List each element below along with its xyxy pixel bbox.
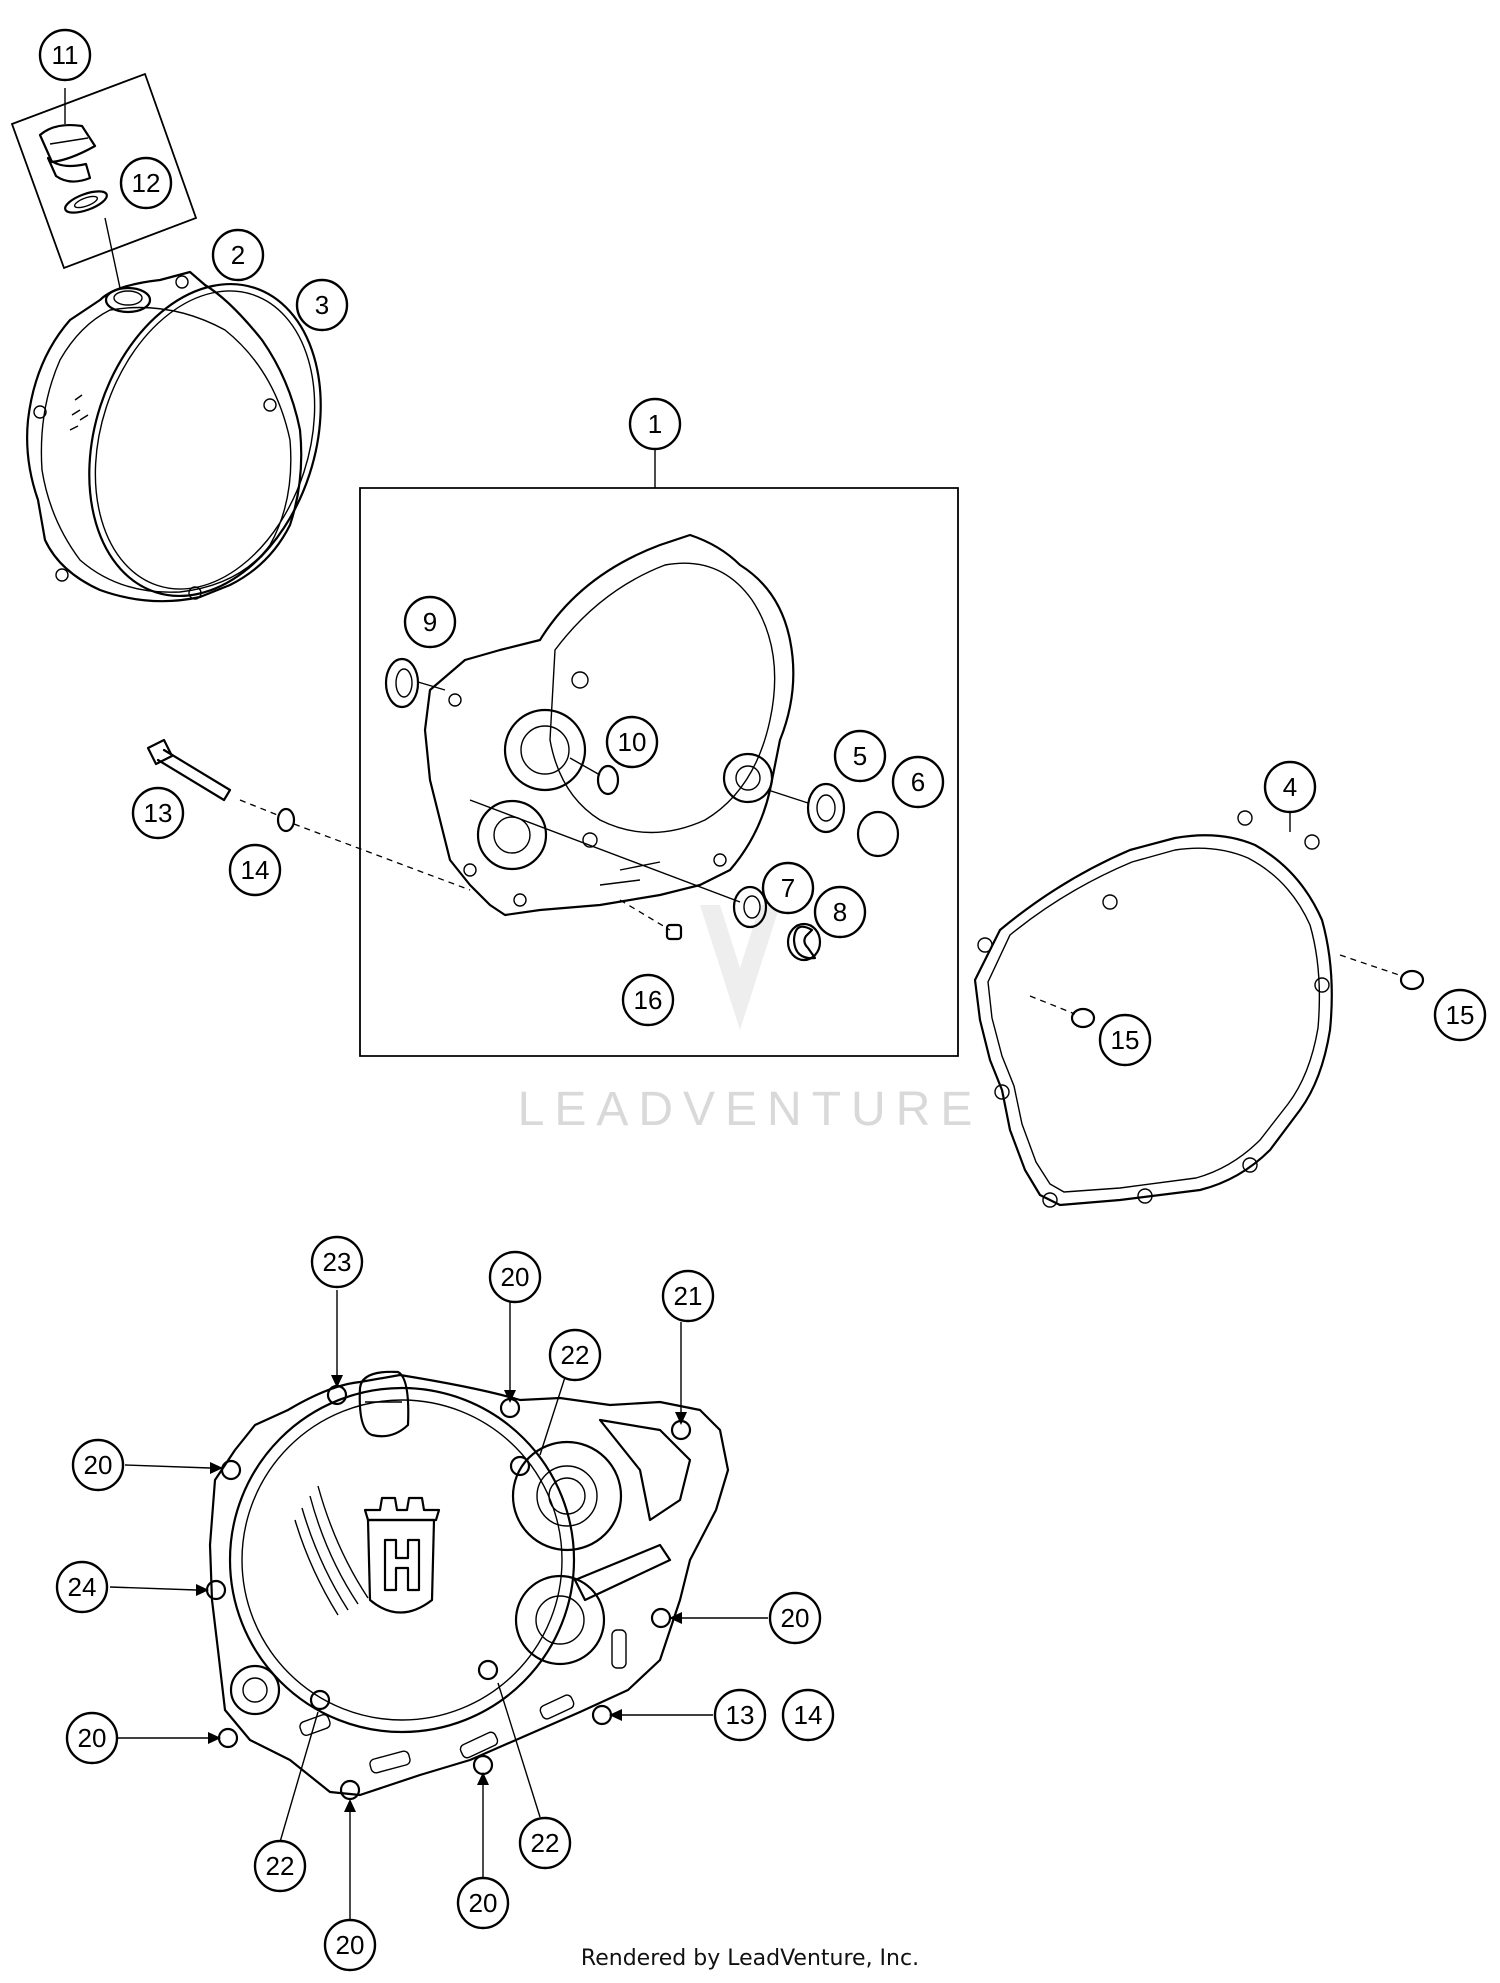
bearing-part-5 (767, 782, 846, 834)
callout-14-bottom: 14 (781, 1688, 835, 1742)
clutch-cover-part-2 (26, 270, 303, 603)
svg-text:5: 5 (853, 741, 867, 771)
dowel-part-15a (1029, 995, 1096, 1029)
callout-7: 7 (761, 861, 815, 915)
callout-20-bottom-right: 20 (456, 1876, 510, 1930)
cover-bolts (205, 1384, 692, 1801)
callout-20-bottom: 20 (323, 1918, 377, 1972)
callout-15-right: 15 (1433, 988, 1487, 1042)
svg-text:14: 14 (794, 1700, 823, 1730)
svg-text:15: 15 (1446, 1000, 1475, 1030)
svg-text:11: 11 (52, 40, 79, 70)
svg-text:14: 14 (241, 855, 270, 885)
svg-text:4: 4 (1283, 772, 1297, 802)
callout-20-left-lower: 20 (65, 1711, 119, 1765)
callout-23: 23 (310, 1235, 364, 1289)
callout-10: 10 (605, 715, 659, 769)
callout-13-top: 13 (131, 786, 185, 840)
svg-text:22: 22 (531, 1828, 560, 1858)
callout-16: 16 (621, 973, 675, 1027)
circlip-part-8 (786, 922, 822, 962)
callout-22-top: 22 (548, 1328, 602, 1382)
callout-12: 12 (119, 156, 173, 210)
svg-text:1: 1 (648, 409, 662, 439)
callout-9: 9 (403, 595, 457, 649)
svg-text:3: 3 (315, 290, 329, 320)
svg-text:16: 16 (634, 985, 663, 1015)
svg-text:6: 6 (911, 767, 925, 797)
callout-11: 11 (38, 28, 92, 82)
inner-clutch-cover-part-1 (423, 533, 795, 917)
callout-4: 4 (1263, 760, 1317, 814)
svg-text:24: 24 (68, 1572, 97, 1602)
svg-text:22: 22 (266, 1851, 295, 1881)
watermark-logo (700, 905, 780, 1030)
callout-8: 8 (813, 885, 867, 939)
assembled-clutch-cover (205, 1370, 730, 1801)
callout-20-left-upper: 20 (71, 1438, 125, 1492)
callout-5: 5 (833, 729, 887, 783)
leader-arrows (109, 1290, 768, 1920)
svg-text:2: 2 (231, 240, 245, 270)
callout-13-bottom: 13 (713, 1688, 767, 1742)
svg-text:20: 20 (336, 1930, 365, 1960)
plug-part-16 (619, 899, 683, 941)
svg-text:20: 20 (781, 1603, 810, 1633)
svg-text:20: 20 (84, 1450, 113, 1480)
cover-gasket-part-4 (973, 792, 1333, 1208)
shaft-seal-part-9 (384, 657, 446, 709)
svg-text:15: 15 (1111, 1025, 1140, 1055)
callout-6: 6 (891, 755, 945, 809)
callout-2: 2 (211, 228, 265, 282)
callout-14-top: 14 (228, 843, 282, 897)
svg-text:13: 13 (726, 1700, 755, 1730)
svg-text:20: 20 (469, 1888, 498, 1918)
callout-20-right: 20 (768, 1591, 822, 1645)
footer-credit: Rendered by LeadVenture, Inc. (580, 1946, 920, 1971)
svg-text:9: 9 (423, 607, 437, 637)
svg-text:21: 21 (674, 1281, 703, 1311)
svg-text:8: 8 (833, 897, 847, 927)
svg-text:12: 12 (132, 168, 161, 198)
bushing-part-10 (569, 757, 620, 796)
svg-text:20: 20 (78, 1723, 107, 1753)
svg-text:23: 23 (323, 1247, 352, 1277)
circlip-part-6 (856, 810, 900, 858)
svg-text:13: 13 (144, 798, 173, 828)
seal-part-7 (469, 799, 768, 929)
watermark-text: LEADVENTURE (518, 1083, 983, 1136)
callout-3: 3 (295, 278, 349, 332)
callout-22-bottom-left: 22 (253, 1839, 307, 1893)
svg-text:22: 22 (561, 1340, 590, 1370)
callout-1: 1 (628, 397, 682, 451)
callout-22-bottom-right: 22 (518, 1816, 572, 1870)
callout-24: 24 (55, 1560, 109, 1614)
part-1-group-box (359, 487, 959, 1057)
svg-text:7: 7 (781, 873, 795, 903)
callout-20-top: 20 (488, 1250, 542, 1304)
svg-text:20: 20 (501, 1262, 530, 1292)
cover-gasket-part-3 (88, 282, 322, 598)
callout-21: 21 (661, 1269, 715, 1323)
washer-part-14 (239, 799, 471, 891)
oil-filler-plug-group (10, 72, 198, 289)
bolt-part-13 (146, 738, 232, 802)
svg-text:10: 10 (618, 727, 647, 757)
husqvarna-logo (363, 1496, 441, 1614)
dowel-part-15b (1339, 954, 1425, 991)
callout-15-left: 15 (1098, 1013, 1152, 1067)
